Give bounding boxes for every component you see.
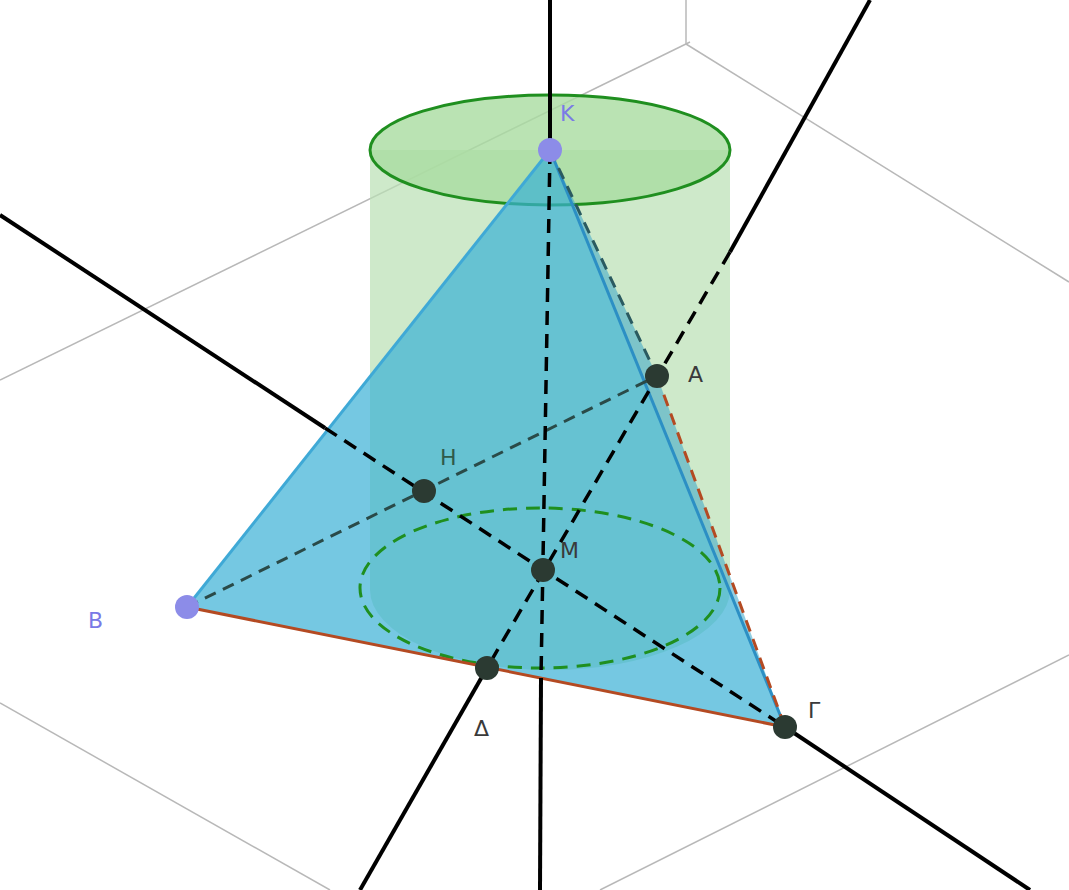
auxiliary-lines — [0, 0, 1030, 890]
point-h — [412, 479, 436, 503]
point-label: H — [440, 447, 457, 469]
edge-ba — [187, 376, 657, 607]
point-a — [645, 364, 669, 388]
point-label: Δ — [474, 718, 489, 740]
point-label: M — [560, 540, 579, 562]
point-label: K — [560, 103, 574, 125]
edge-ag — [657, 376, 785, 727]
edge-kb — [187, 150, 550, 607]
point-b — [175, 595, 199, 619]
edge-kg — [550, 150, 785, 727]
point-label: Γ — [808, 700, 820, 722]
point-m — [531, 558, 555, 582]
point-label: B — [88, 610, 103, 632]
edge-ka — [550, 150, 657, 376]
point-g — [773, 715, 797, 739]
point-k — [538, 138, 562, 162]
face-kbg — [187, 150, 785, 727]
point-d — [475, 656, 499, 680]
point-label: A — [688, 364, 703, 386]
